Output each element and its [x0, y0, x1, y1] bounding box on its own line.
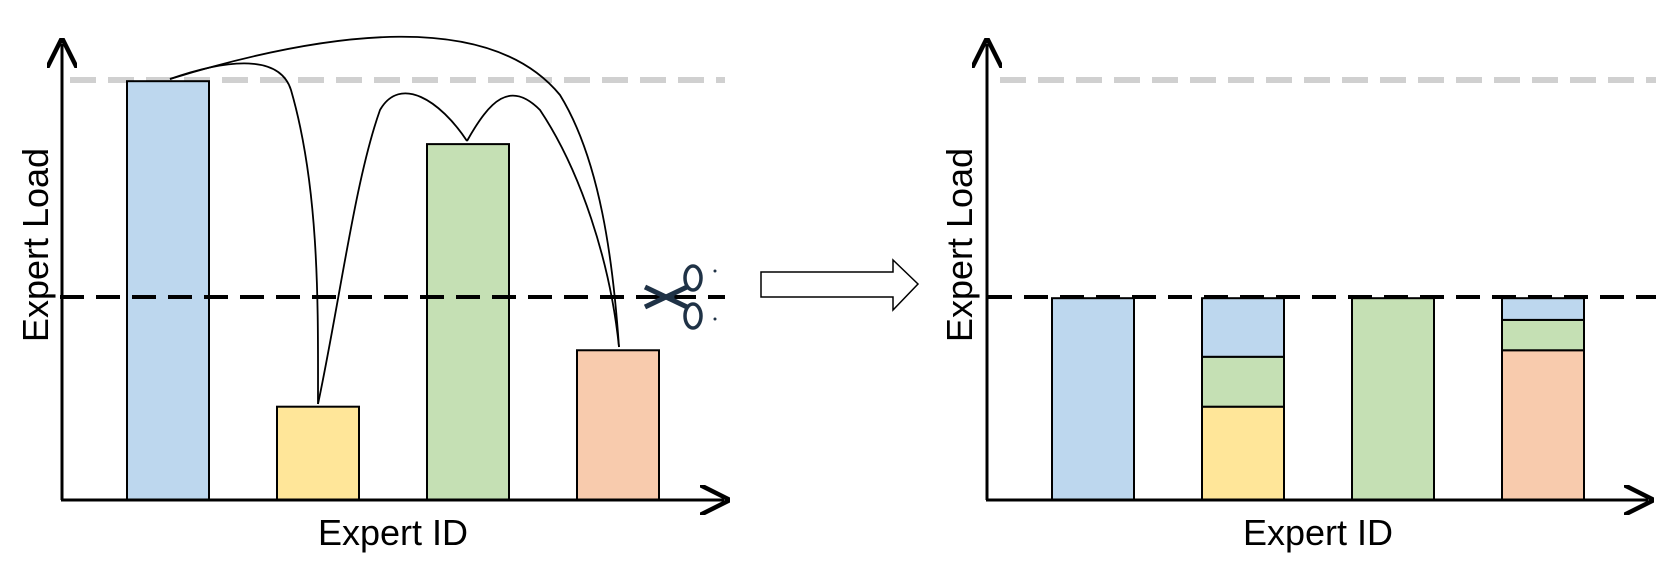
- left-bar-expert-1: [126, 80, 210, 501]
- right-bar-expert-3-segment-1: [1351, 297, 1435, 501]
- right-x-axis-label: Expert ID: [1243, 512, 1393, 553]
- right-bar-expert-4-segment-1: [1501, 349, 1585, 501]
- right-bar-expert-4-segment-2: [1501, 318, 1585, 352]
- right-bars: [1051, 297, 1585, 501]
- redistribution-arcs: [169, 35, 620, 405]
- right-bar-expert-2-segment-2: [1201, 355, 1285, 408]
- right-y-axis-label: Expert Load: [939, 148, 980, 342]
- right-panel: Expert ID Expert Load: [939, 44, 1656, 553]
- left-y-axis-label: Expert Load: [15, 148, 56, 342]
- right-arrow-icon: [760, 258, 920, 312]
- left-x-axis-label: Expert ID: [318, 512, 468, 553]
- arc-blue-to-yellow: [169, 62, 319, 405]
- right-bar-expert-4-segment-3: [1501, 297, 1585, 321]
- arc-green-to-yellow: [317, 92, 468, 405]
- right-bar-expert-2-segment-1: [1201, 405, 1285, 501]
- left-bars: [126, 80, 660, 501]
- left-panel: Expert ID Expert Load: [15, 35, 725, 553]
- scissors-icon: [643, 264, 717, 330]
- right-bar-expert-1-segment-1: [1051, 297, 1135, 501]
- left-bar-expert-4: [576, 349, 660, 501]
- right-bar-expert-2-segment-3: [1201, 297, 1285, 358]
- left-bar-expert-3: [426, 143, 510, 501]
- arc-green-to-orange: [466, 94, 620, 348]
- arc-blue-to-orange: [169, 35, 620, 348]
- left-bar-expert-2: [276, 405, 360, 501]
